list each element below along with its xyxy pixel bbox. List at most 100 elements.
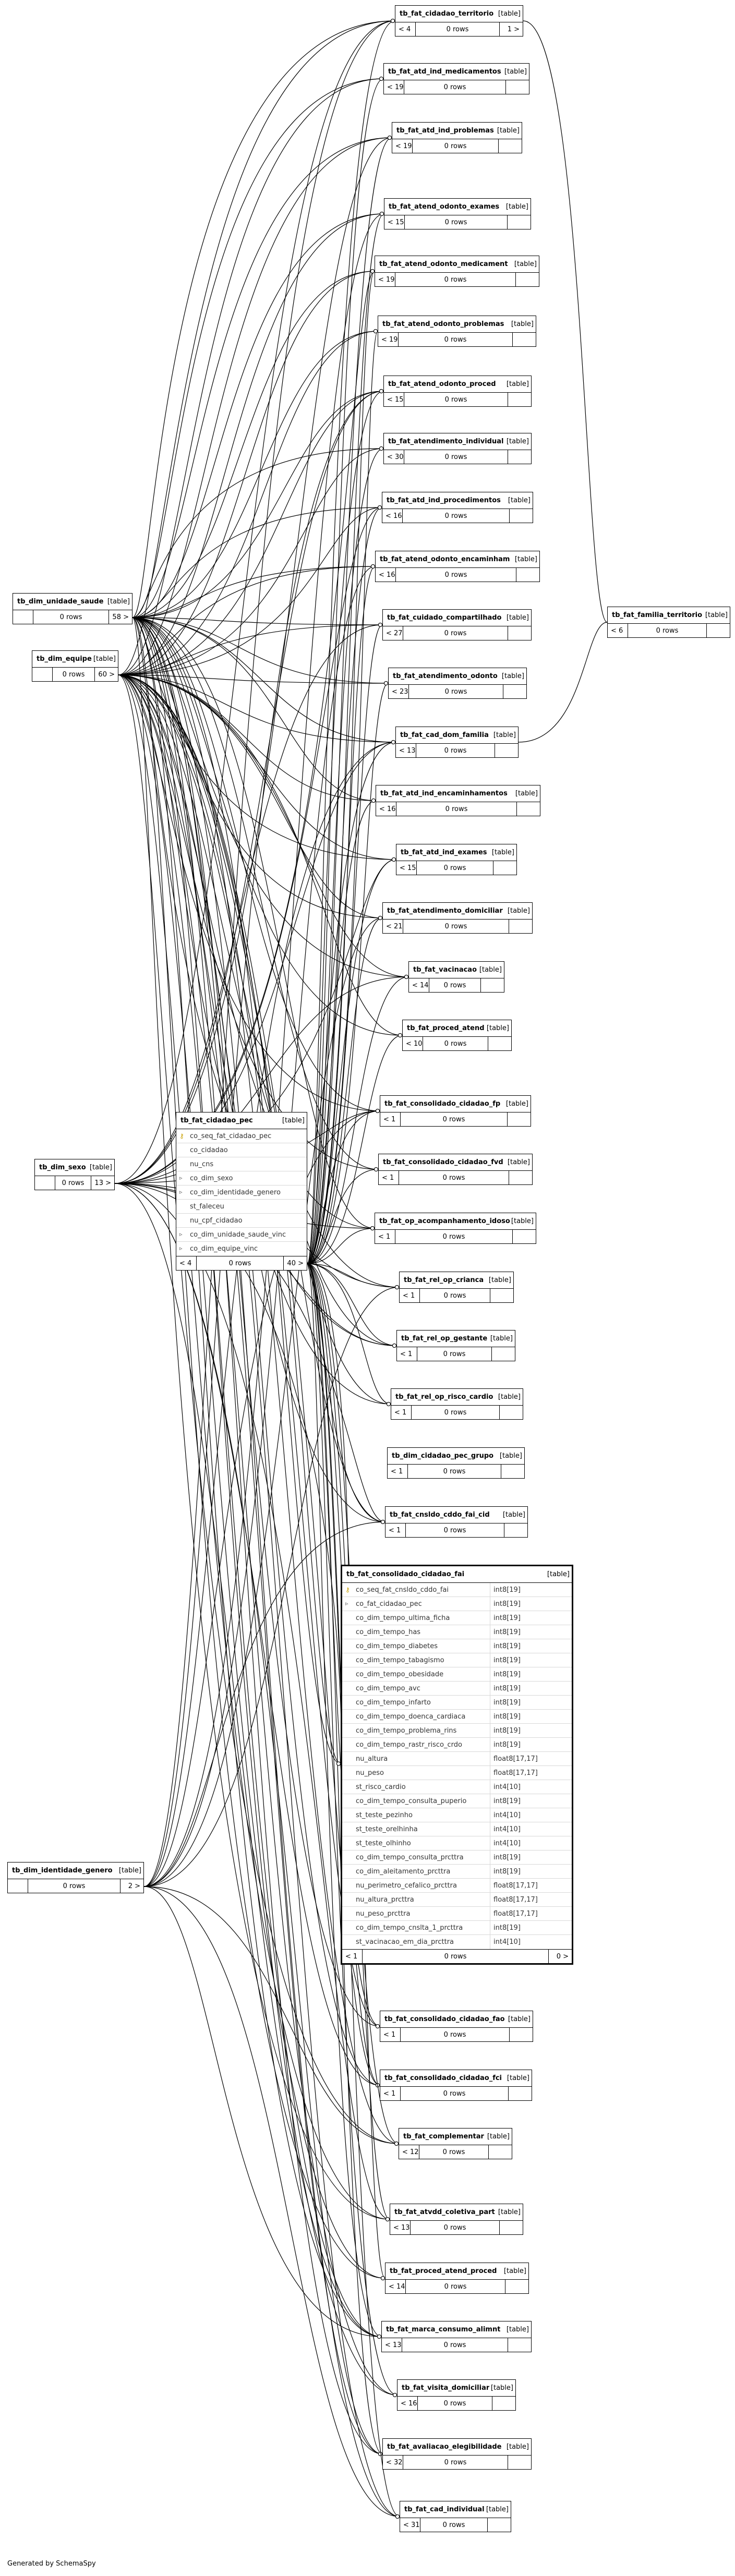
- parent-count[interactable]: < 16: [385, 512, 402, 520]
- column-name[interactable]: ⚷co_seq_fat_cidadao_pec: [179, 1132, 272, 1140]
- table-header[interactable]: tb_fat_atd_ind_medicamentos[table]: [384, 64, 529, 80]
- column-name[interactable]: nu_peso: [356, 1769, 384, 1777]
- column-row[interactable]: ▹co_dim_unidade_saude_vinc: [176, 1228, 307, 1242]
- table-header[interactable]: tb_fat_op_acompanhamento_idoso[table]: [375, 1213, 536, 1230]
- table-name[interactable]: tb_fat_op_acompanhamento_idoso: [379, 1217, 510, 1225]
- parent-count[interactable]: < 4: [179, 1259, 192, 1267]
- table-header[interactable]: tb_fat_atd_ind_procedimentos[table]: [382, 492, 533, 509]
- table-name[interactable]: tb_fat_rel_op_crianca: [404, 1276, 484, 1284]
- table-header[interactable]: tb_fat_atend_odonto_medicament[table]: [375, 256, 539, 273]
- column-name[interactable]: st_vacinacao_em_dia_prcttra: [356, 1938, 454, 1946]
- table-header[interactable]: tb_fat_consolidado_cidadao_fp[table]: [380, 1096, 531, 1112]
- table-tb-fat-atend-odonto-medicament[interactable]: tb_fat_atend_odonto_medicament[table]< 1…: [375, 256, 539, 287]
- parent-count[interactable]: < 21: [386, 922, 403, 930]
- table-name[interactable]: tb_fat_atend_odonto_medicament: [379, 260, 508, 268]
- table-name[interactable]: tb_fat_consolidado_cidadao_fp: [384, 1100, 501, 1108]
- child-count[interactable]: 0 >: [556, 1952, 569, 1961]
- parent-count[interactable]: < 1: [389, 1526, 401, 1534]
- column-name[interactable]: ⚷co_seq_fat_cnsldo_cddo_fai: [345, 1586, 449, 1594]
- table-tb-fat-consolidado-cidadao-fvd[interactable]: tb_fat_consolidado_cidadao_fvd[table]< 1…: [378, 1154, 533, 1185]
- column-name[interactable]: co_dim_tempo_infarto: [356, 1698, 431, 1707]
- table-name[interactable]: tb_fat_rel_op_gestante: [401, 1335, 488, 1343]
- table-name[interactable]: tb_fat_proced_atend_proced: [390, 2267, 497, 2275]
- child-count[interactable]: 40 >: [287, 1259, 304, 1267]
- parent-count[interactable]: < 19: [381, 335, 398, 344]
- parent-count[interactable]: < 13: [399, 746, 416, 755]
- table-header[interactable]: tb_fat_atend_odonto_proced[table]: [384, 376, 531, 393]
- table-name[interactable]: tb_fat_cad_dom_familia: [400, 731, 489, 739]
- parent-count[interactable]: < 16: [401, 2399, 417, 2408]
- table-name[interactable]: tb_fat_atendimento_domiciliar: [387, 907, 503, 915]
- parent-count[interactable]: < 10: [406, 1039, 423, 1048]
- column-name[interactable]: co_dim_tempo_tabagismo: [356, 1656, 444, 1664]
- table-header[interactable]: tb_fat_atend_odonto_encaminham[table]: [376, 551, 539, 568]
- parent-count[interactable]: < 16: [379, 571, 395, 579]
- column-name[interactable]: st_teste_pezinho: [356, 1811, 413, 1819]
- table-name[interactable]: tb_fat_atd_ind_exames: [401, 849, 487, 856]
- table-header[interactable]: tb_fat_cnsldo_cddo_fai_cid[table]: [385, 1507, 527, 1523]
- table-name[interactable]: tb_fat_atd_ind_problemas: [396, 127, 494, 135]
- parent-count[interactable]: < 14: [412, 981, 429, 989]
- table-header[interactable]: tb_fat_cidadao_pec[table]: [176, 1112, 307, 1129]
- table-tb-fat-atd-ind-encaminhamentos[interactable]: tb_fat_atd_ind_encaminhamentos[table]< 1…: [376, 785, 540, 816]
- table-header[interactable]: tb_fat_atd_ind_exames[table]: [396, 844, 516, 861]
- column-name[interactable]: co_dim_tempo_consulta_prcttra: [356, 1853, 464, 1861]
- table-name[interactable]: tb_fat_consolidado_cidadao_fai: [346, 1570, 465, 1578]
- parent-count[interactable]: < 19: [387, 83, 404, 91]
- table-name[interactable]: tb_fat_atvdd_coletiva_part: [394, 2208, 495, 2216]
- table-name[interactable]: tb_dim_sexo: [39, 1164, 86, 1171]
- parent-count[interactable]: < 1: [383, 2089, 396, 2098]
- parent-count[interactable]: < 1: [403, 1291, 415, 1300]
- column-name[interactable]: ▹co_dim_unidade_saude_vinc: [179, 1230, 286, 1239]
- table-header[interactable]: tb_fat_consolidado_cidadao_fci[table]: [380, 2070, 532, 2087]
- table-header[interactable]: tb_dim_identidade_genero[table]: [8, 1863, 143, 1879]
- table-tb-fat-atendimento-individual[interactable]: tb_fat_atendimento_individual[table]< 30…: [383, 433, 532, 464]
- table-header[interactable]: tb_fat_familia_territorio[table]: [608, 607, 730, 624]
- child-count[interactable]: 2 >: [128, 1882, 140, 1890]
- table-header[interactable]: tb_fat_cad_dom_familia[table]: [396, 727, 518, 744]
- column-name[interactable]: nu_perimetro_cefalico_prcttra: [356, 1881, 457, 1890]
- table-tb-fat-consolidado-cidadao-fci[interactable]: tb_fat_consolidado_cidadao_fci[table] < 1…: [380, 2070, 532, 2101]
- table-header[interactable]: tb_fat_atend_odonto_exames[table]: [384, 199, 531, 215]
- table-header[interactable]: tb_fat_cad_individual[table]: [400, 2501, 511, 2518]
- table-name[interactable]: tb_fat_atend_odonto_exames: [389, 203, 500, 211]
- child-count[interactable]: 58 >: [112, 613, 129, 621]
- parent-count[interactable]: < 12: [402, 2148, 419, 2156]
- table-name[interactable]: tb_fat_visita_domiciliar: [402, 2384, 490, 2392]
- table-name[interactable]: tb_fat_familia_territorio: [612, 611, 703, 619]
- table-header[interactable]: tb_fat_proced_atend_proced[table]: [385, 2263, 528, 2280]
- parent-count[interactable]: < 1: [345, 1952, 358, 1961]
- parent-count[interactable]: < 31: [403, 2521, 420, 2529]
- column-row[interactable]: st_faleceu: [176, 1200, 307, 1214]
- table-header[interactable]: tb_fat_complementar[table]: [399, 2128, 512, 2145]
- table-name[interactable]: tb_fat_cuidado_compartilhado: [387, 614, 502, 622]
- child-count[interactable]: 60 >: [98, 670, 115, 679]
- column-name[interactable]: co_dim_tempo_obesidade: [356, 1670, 444, 1678]
- parent-count[interactable]: < 27: [386, 629, 403, 637]
- table-name[interactable]: tb_fat_cidadao_pec: [180, 1117, 253, 1124]
- parent-count[interactable]: < 1: [400, 1350, 413, 1358]
